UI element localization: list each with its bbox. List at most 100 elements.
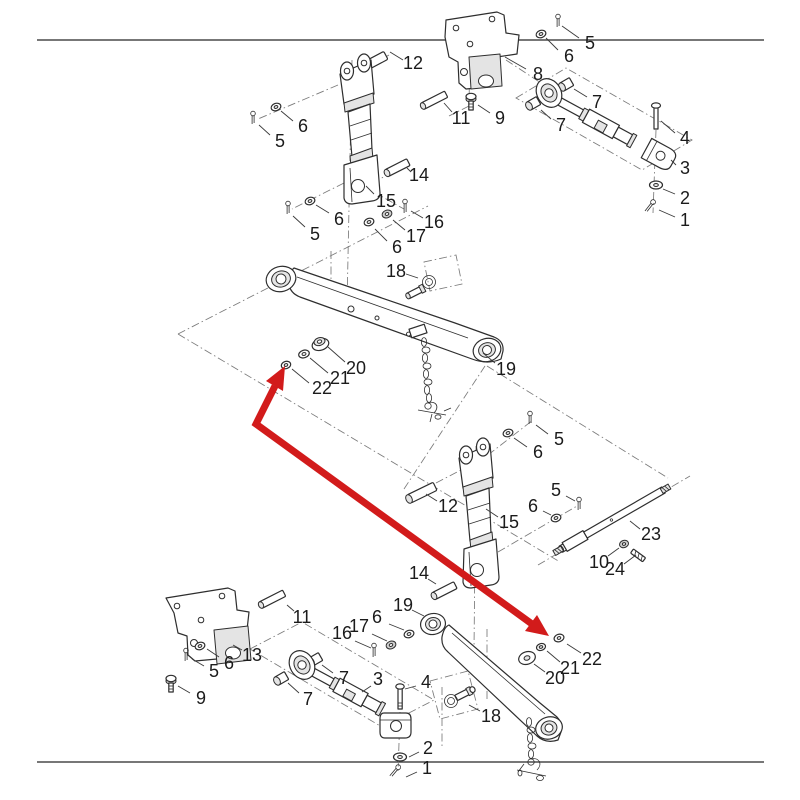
leader-part-6 xyxy=(388,623,405,631)
callout-part-3: 3 xyxy=(680,158,690,178)
leader-part-22 xyxy=(566,643,582,654)
construction-diag-4 xyxy=(403,365,486,490)
callout-part-9: 9 xyxy=(495,108,505,128)
washer-6-bottom-c xyxy=(194,641,206,651)
callout-part-6: 6 xyxy=(224,653,234,673)
leader-part-4 xyxy=(660,120,676,134)
washer-6-top-c xyxy=(535,29,547,39)
pin-4-top xyxy=(650,102,662,130)
callout-part-8: 8 xyxy=(533,64,543,84)
red-arrow-shaft xyxy=(251,384,535,627)
bushing-7-top-b xyxy=(525,96,542,111)
leader-part-24 xyxy=(623,554,637,565)
cotter-pin-5-top-a xyxy=(250,110,256,124)
leader-part-20 xyxy=(327,346,346,363)
callout-part-7: 7 xyxy=(303,689,313,709)
callout-part-22: 22 xyxy=(582,649,602,669)
leader-part-17 xyxy=(392,219,406,231)
leader-part-14 xyxy=(406,167,412,173)
washer-6-bottom-a xyxy=(502,428,514,438)
axis-pin12-bottom xyxy=(435,469,462,484)
cotter-pin-1-top xyxy=(644,199,656,212)
callout-part-10: 10 xyxy=(589,552,609,572)
top-link-body-bottom xyxy=(306,665,387,717)
leader-part-1 xyxy=(658,209,676,218)
axis-clevis3-bottom xyxy=(397,711,401,775)
cotter-pin-1-bottom xyxy=(389,764,402,777)
ball-eye-arm-top-left xyxy=(265,265,297,293)
leader-part-6 xyxy=(513,437,528,448)
chain-bracket-top xyxy=(405,323,428,339)
pin-4-bottom xyxy=(395,683,405,710)
washer-6-bottom-d xyxy=(403,629,415,639)
leader-part-14 xyxy=(427,578,437,585)
frame-lines xyxy=(37,39,764,763)
callout-part-5: 5 xyxy=(209,661,219,681)
leader-part-3 xyxy=(361,685,372,693)
ball-eye-arm-bottom-left xyxy=(419,612,447,636)
callout-part-20: 20 xyxy=(545,668,565,688)
callout-part-21: 21 xyxy=(330,368,350,388)
leader-part-17 xyxy=(371,633,388,642)
leader-part-18 xyxy=(405,273,419,279)
leader-part-15 xyxy=(365,185,375,195)
callout-part-6: 6 xyxy=(334,209,344,229)
callout-part-24: 24 xyxy=(605,559,625,579)
callout-part-22: 22 xyxy=(312,378,332,398)
callout-part-23: 23 xyxy=(641,524,661,544)
construction-diag-1 xyxy=(177,205,429,335)
check-chain-bottom xyxy=(516,717,547,781)
callout-part-3: 3 xyxy=(373,669,383,689)
leader-part-20 xyxy=(533,663,546,673)
leader-part-7 xyxy=(321,664,334,674)
callout-part-21: 21 xyxy=(560,658,580,678)
callout-part-5: 5 xyxy=(554,429,564,449)
pin-14-bottom xyxy=(430,581,458,601)
callout-part-2: 2 xyxy=(423,738,433,758)
leader-part-12 xyxy=(389,51,404,61)
leader-part-2 xyxy=(408,751,420,758)
leader-part-5 xyxy=(565,495,576,502)
leader-part-21 xyxy=(309,357,329,374)
callout-part-6: 6 xyxy=(392,237,402,257)
washer-6-bottom-b xyxy=(550,513,562,523)
cotter-pin-5-top-b xyxy=(285,200,291,214)
callout-part-5: 5 xyxy=(551,480,561,500)
leader-part-3 xyxy=(670,159,677,166)
callout-part-7: 7 xyxy=(339,668,349,688)
construction-box-toplink-bottom xyxy=(249,621,435,728)
callout-part-4: 4 xyxy=(421,672,431,692)
leader-part-23 xyxy=(629,520,641,530)
mounting-bracket-13 xyxy=(165,587,252,665)
axis-bracket8-to-eye xyxy=(505,59,542,84)
callout-part-19: 19 xyxy=(496,359,516,379)
callout-part-13: 13 xyxy=(242,645,262,665)
callout-part-5: 5 xyxy=(585,33,595,53)
cotter-pin-5-bottom-b xyxy=(576,496,582,510)
nut-22-bottom xyxy=(553,633,565,643)
mounting-bracket-8 xyxy=(444,11,520,90)
leader-part-12 xyxy=(425,493,438,502)
leader-part-4 xyxy=(404,685,417,690)
leader-part-5 xyxy=(561,25,580,39)
ball-eye-top-link-bottom xyxy=(288,650,316,680)
leader-part-5 xyxy=(535,424,549,435)
leader-part-19 xyxy=(411,609,425,617)
callout-part-6: 6 xyxy=(533,442,543,462)
callout-part-9: 9 xyxy=(196,688,206,708)
roll-pin-24 xyxy=(630,548,646,563)
pin-12-bottom xyxy=(405,482,438,504)
bushing-7-top-a xyxy=(558,77,575,92)
nut-17-bottom xyxy=(385,640,397,650)
top-link-assembly-top xyxy=(525,77,677,212)
leader-part-13 xyxy=(232,644,243,651)
washer-6-top-a xyxy=(270,102,282,112)
leader-part-6 xyxy=(280,110,294,122)
nut-17-top xyxy=(381,209,393,219)
leader-part-7 xyxy=(287,682,300,694)
leader-part-5 xyxy=(191,658,205,667)
callout-part-7: 7 xyxy=(556,115,566,135)
leader-part-8 xyxy=(504,56,527,70)
